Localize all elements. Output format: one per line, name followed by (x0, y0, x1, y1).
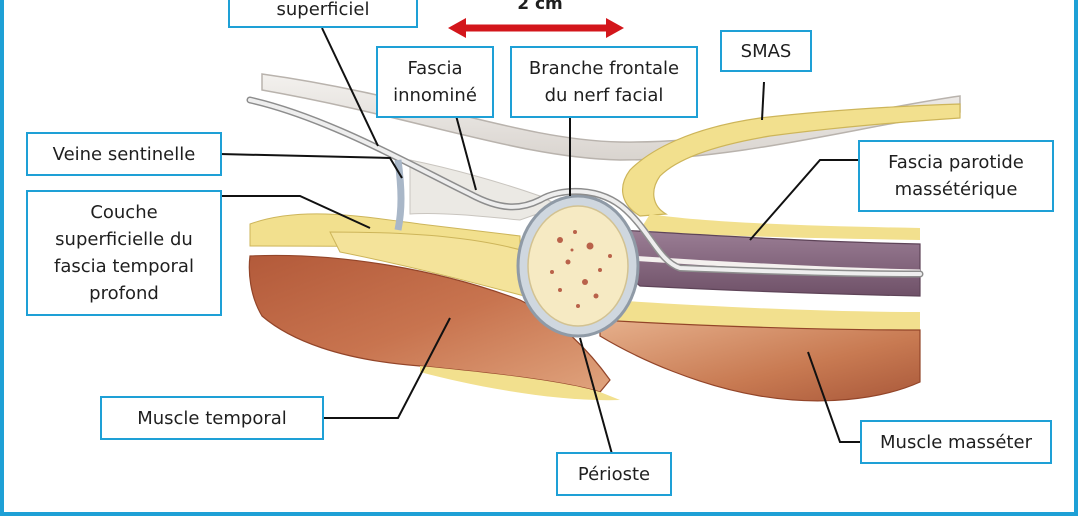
label-couche-superficielle: Couche superficielle du fascia temporal … (26, 190, 222, 316)
bone-speckles (550, 230, 612, 308)
masseter-muscle (599, 319, 921, 402)
label-muscle-temporal: Muscle temporal (100, 396, 324, 440)
leader-lines (219, 27, 860, 455)
label-perioste: Périoste (556, 452, 672, 496)
label-muscle-masseter: Muscle masséter (860, 420, 1052, 464)
label-smas: SMAS (720, 30, 812, 72)
fat-right-band (640, 214, 920, 240)
label-veine-sentinelle: Veine sentinelle (26, 132, 222, 176)
scale-arrow (448, 18, 624, 38)
scale-label: 2 cm (517, 0, 563, 14)
innominate-fascia-area (409, 159, 562, 221)
fat-lower-right (610, 300, 920, 330)
fat-lower-left (420, 366, 620, 401)
label-fascia-superficiel: superficiel (228, 0, 418, 28)
zygomatic-bone (527, 205, 629, 327)
smas-fat (622, 103, 961, 217)
label-branche-frontale: Branche frontale du nerf facial (510, 46, 698, 118)
parotid-layer (617, 229, 921, 297)
sentinel-vein (394, 159, 405, 231)
label-fascia-innomine: Fascia innominé (376, 46, 494, 118)
label-fascia-parotide: Fascia parotide massétérique (858, 140, 1054, 212)
